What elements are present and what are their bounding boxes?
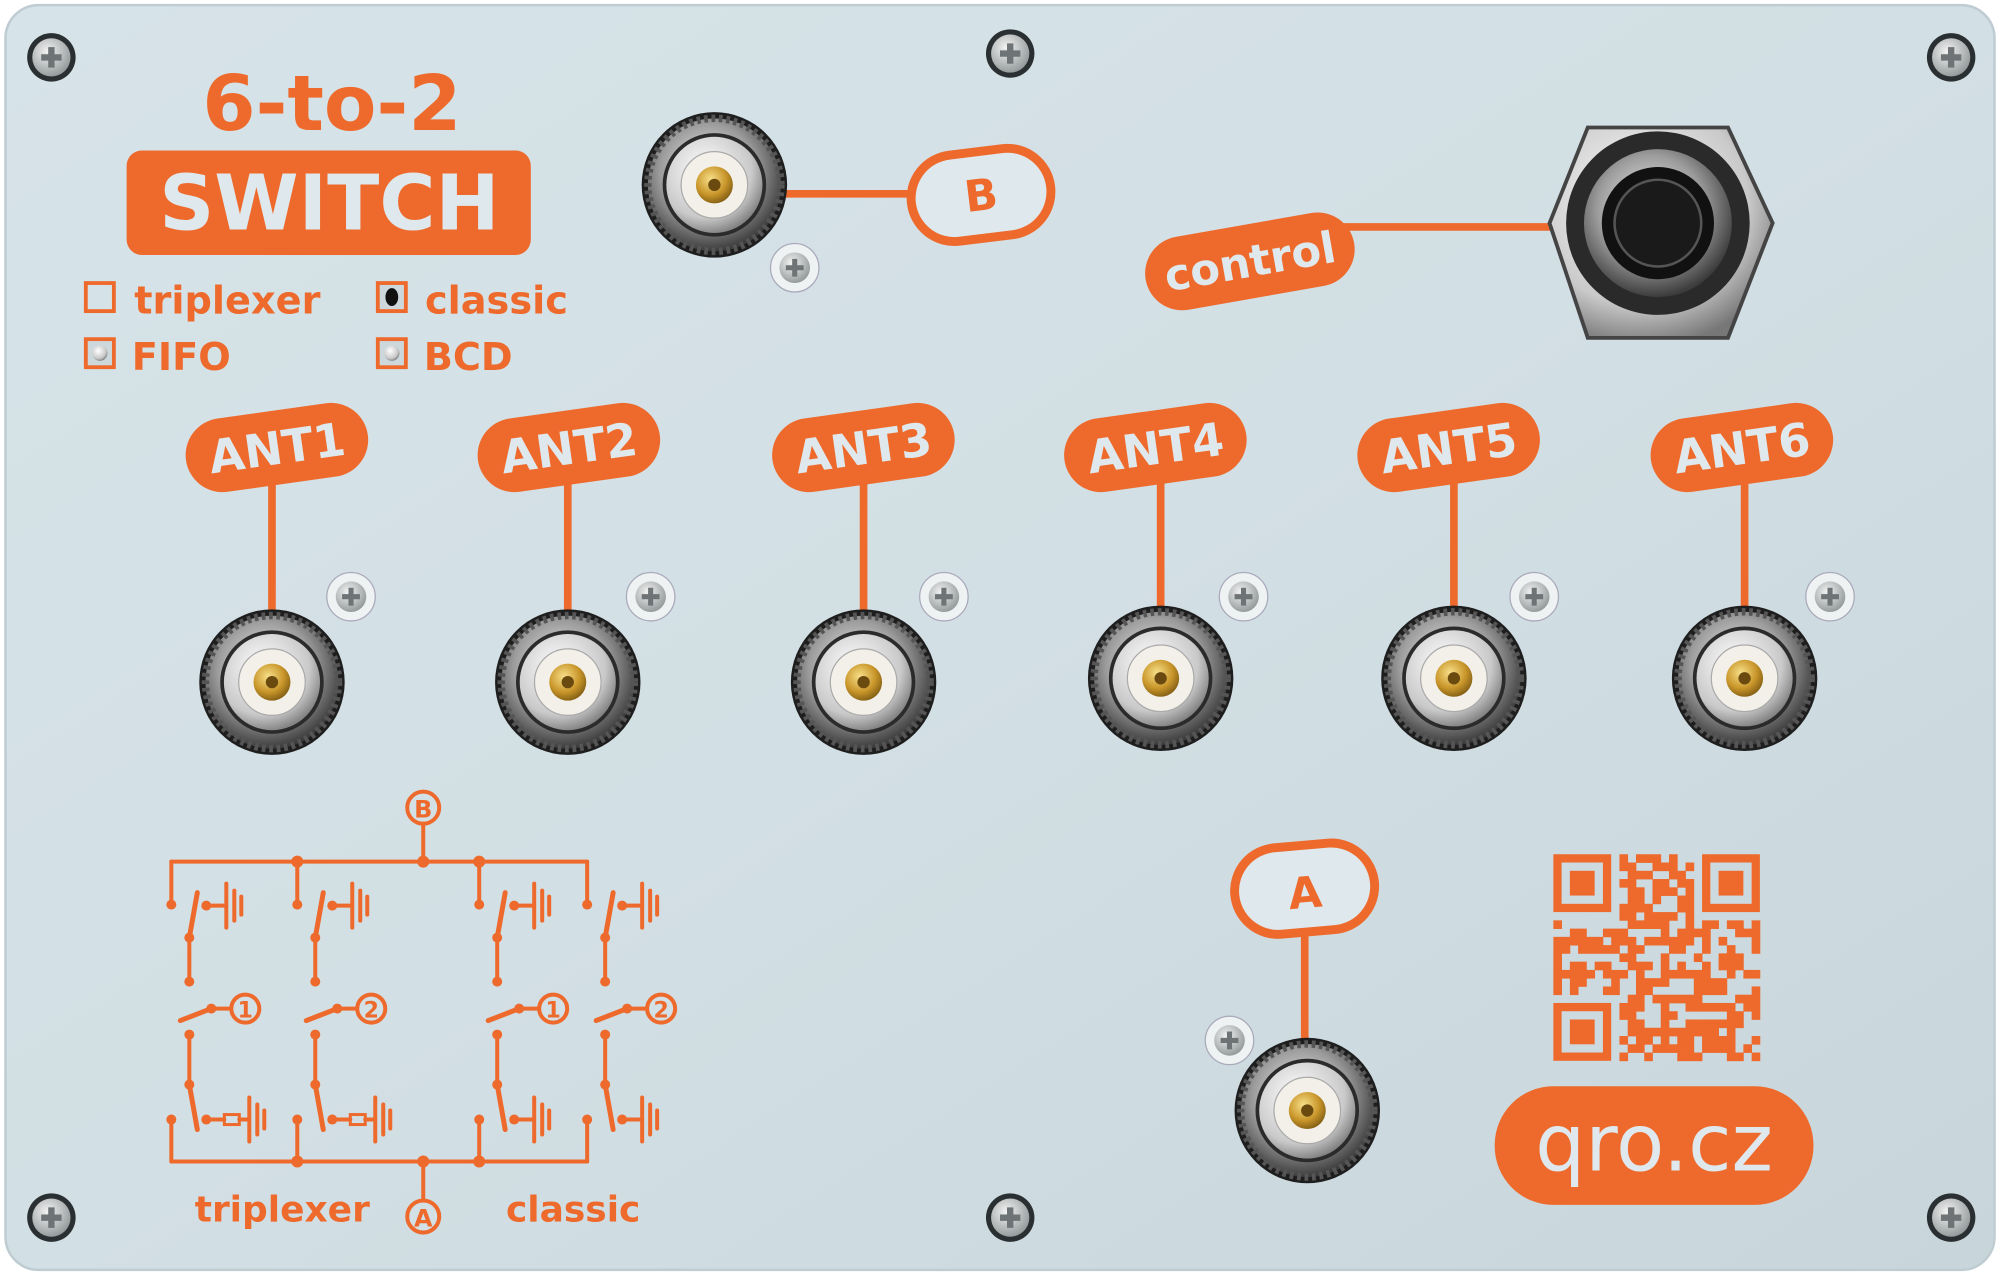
port-b-label: B [962,169,1001,223]
antenna-ports: ANT1 ANT2 ANT3 ANT4 ANT5 ANT6 [185,402,1855,755]
bnc-connector-port-b[interactable] [642,112,787,257]
mode-label: classic [425,279,568,324]
mode-option-fifo: FIFO [83,335,231,380]
switch-badge [126,150,531,255]
bnc-connector-port-a[interactable] [1235,1038,1380,1183]
screw-icon [985,29,1035,78]
antenna-label-pill: ANT2 [477,402,661,493]
small-screw-icon [1509,571,1560,622]
control-jack[interactable] [1547,125,1775,340]
panel-title: 6-to-2 [202,60,461,149]
schematic-input-node [229,992,262,1025]
schematic-input-label: 2 [364,999,379,1024]
panel-plate [4,3,1996,1272]
switch-badge-label: SWITCH [159,160,499,249]
small-screw-icon [625,571,676,622]
bnc-connector-ant1[interactable] [199,609,344,754]
small-screw-icon [1805,571,1855,622]
antenna-label-pill: ANT6 [1650,402,1834,493]
small-screw-icon [769,242,820,293]
antenna-label-pill: ANT3 [772,402,955,493]
antenna-port-4: ANT4 [1064,402,1269,751]
antenna-port-2: ANT2 [477,402,676,755]
antenna-label-pill: ANT4 [1064,402,1247,493]
bnc-connector-ant3[interactable] [791,609,936,754]
schematic-input-node [355,992,388,1025]
port-b-label-pill: B [906,143,1056,246]
mode-option-bcd: BCD [375,335,513,380]
small-screw-icon [919,571,969,622]
bnc-connector-ant5[interactable] [1381,606,1526,751]
screw-icon [1926,1193,1976,1242]
screw-icon [985,1193,1035,1242]
mode-option-classic[interactable]: classic [375,279,568,324]
screw-icon [27,33,76,82]
checkbox-empty-icon [83,281,116,314]
schematic-input-label: 1 [546,999,561,1024]
small-screw-icon [326,571,376,622]
mode-option-triplexer: triplexer [83,279,321,324]
antenna-label-pill: ANT1 [185,402,369,493]
bnc-connector-ant2[interactable] [495,609,640,754]
antenna-port-1: ANT1 [185,402,376,755]
small-screw-icon [1204,1015,1255,1066]
schematic-input-label: 1 [238,999,253,1024]
brand-label: qro.cz [1535,1097,1773,1189]
mode-label: triplexer [134,279,320,324]
small-screw-icon [1218,571,1269,622]
qr-code[interactable] [1553,854,1761,1062]
brand-badge [1494,1086,1814,1205]
bnc-connector-ant4[interactable] [1088,606,1233,751]
screw-icon [1926,33,1976,82]
antenna-port-3: ANT3 [772,402,969,755]
schematic-input-node [537,992,570,1025]
port-a-label-pill: A [1230,838,1380,939]
screw-icon [27,1193,76,1242]
mode-label: FIFO [132,335,231,380]
schematic-node-a-label: A [414,1205,433,1233]
schematic-input-node [645,992,678,1025]
bnc-connector-ant6[interactable] [1672,606,1817,751]
switch-schematic: B A triplexer classic 1 2 1 2 [166,789,678,1235]
antenna-port-5: ANT5 [1357,402,1560,751]
antenna-port-6: ANT6 [1650,402,1855,751]
schematic-input-label: 2 [653,999,668,1024]
antenna-label-pill: ANT5 [1357,402,1540,493]
schematic-label-classic: classic [506,1190,640,1231]
checkbox-button-icon[interactable] [375,281,408,314]
mode-label: BCD [424,335,513,380]
port-a-label: A [1286,867,1324,920]
schematic-label-triplexer: triplexer [195,1190,370,1231]
schematic-node-b-label: B [414,796,432,824]
